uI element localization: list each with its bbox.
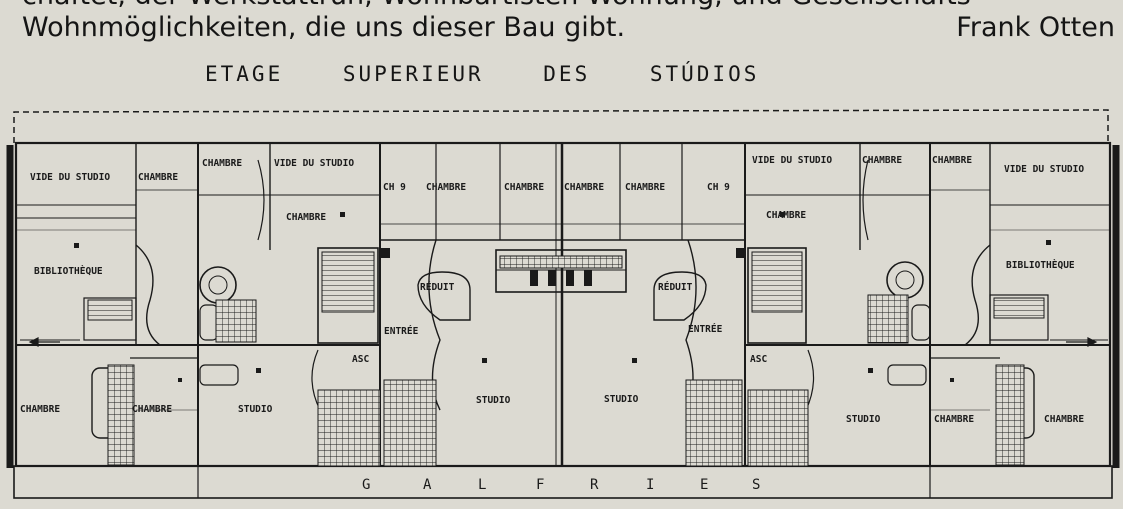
room-label: RÉDUIT: [658, 281, 693, 293]
room-label: VIDE DU STUDIO: [274, 158, 354, 169]
gallery-letter: R: [590, 477, 599, 493]
room-label: ENTRÉE: [384, 325, 419, 337]
room-label: CHAMBRE: [426, 182, 466, 193]
room-label: VIDE DU STUDIO: [1004, 164, 1084, 175]
cropped-text-line: chaftet, der Werkstattruh, Wohnbartisten…: [22, 0, 971, 14]
room-label: CHAMBRE: [1044, 414, 1084, 425]
room-label: CHAMBRE: [766, 210, 806, 221]
caption-line: Wohnmöglichkeiten, die uns dieser Bau gi…: [22, 12, 626, 43]
room-label: STUDIO: [476, 395, 511, 406]
gallery-letter: A: [423, 477, 432, 493]
room-label: STUDIO: [604, 394, 639, 405]
room-label: ASC: [750, 354, 767, 365]
room-label: CHAMBRE: [202, 158, 242, 169]
room-label: CHAMBRE: [934, 414, 974, 425]
gallery-letter: F: [536, 477, 544, 493]
room-label: VIDE DU STUDIO: [30, 172, 110, 183]
room-label: CHAMBRE: [932, 155, 972, 166]
gallery-letter: L: [478, 477, 486, 493]
room-label: CHAMBRE: [504, 182, 544, 193]
room-label: STUDIO: [846, 414, 881, 425]
room-label: ENTRÉE: [688, 323, 723, 335]
room-label: CHAMBRE: [132, 404, 172, 415]
room-label: CH 9: [707, 182, 730, 193]
gallery-letter: G: [362, 477, 370, 493]
room-label: CHAMBRE: [862, 155, 902, 166]
author-name: Frank Otten: [956, 12, 1115, 43]
room-label: BIBLIOTHÈQUE: [1006, 259, 1075, 271]
room-label: VIDE DU STUDIO: [752, 155, 832, 166]
gallery-letter: S: [752, 477, 760, 493]
room-label: ASC: [352, 354, 369, 365]
room-label: CHAMBRE: [138, 172, 178, 183]
room-label: CHAMBRE: [286, 212, 326, 223]
room-label: STUDIO: [238, 404, 273, 415]
room-label: CHAMBRE: [20, 404, 60, 415]
room-label: CH 9: [383, 182, 406, 193]
caption-text: Wohnmöglichkeiten, die uns dieser Bau gi…: [22, 10, 1123, 46]
room-label: BIBLIOTHÈQUE: [34, 265, 103, 277]
gallery-letter: E: [700, 477, 708, 493]
gallery-letter: I: [646, 477, 654, 493]
room-label: RÉDUIT: [420, 281, 455, 293]
plan-title: ETAGE SUPERIEUR DES STÚDIOS: [205, 62, 760, 86]
room-label: CHAMBRE: [564, 182, 604, 193]
room-label: CHAMBRE: [625, 182, 665, 193]
